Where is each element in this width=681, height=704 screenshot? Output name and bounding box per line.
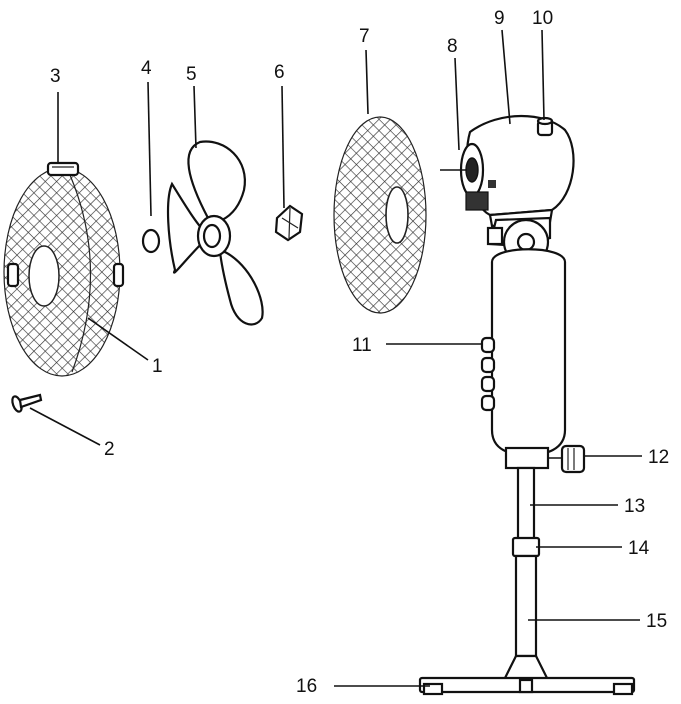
callout-15: 15 (646, 611, 667, 632)
fan-blade (166, 140, 264, 326)
motor-housing (440, 115, 575, 228)
callout-labels: 3 4 5 6 7 8 9 10 1 2 11 12 13 14 15 16 (50, 8, 669, 697)
callout-4: 4 (141, 58, 152, 79)
callout-13: 13 (624, 496, 645, 517)
callout-8: 8 (447, 36, 458, 57)
callout-1: 1 (152, 356, 163, 377)
callout-7: 7 (359, 26, 370, 47)
callout-9: 9 (494, 8, 505, 29)
pole (511, 466, 541, 658)
washer-ring (141, 228, 161, 254)
height-adjust-knob (504, 444, 586, 474)
callout-2: 2 (104, 439, 115, 460)
callout-11: 11 (352, 335, 372, 356)
callout-6: 6 (274, 62, 285, 83)
callout-16: 16 (296, 676, 317, 697)
front-grille (333, 116, 427, 314)
stand-base (418, 654, 636, 696)
callout-10: 10 (532, 8, 553, 29)
grille-top-clip (46, 161, 80, 177)
blade-nut (274, 204, 304, 242)
rear-grille (3, 167, 125, 377)
grille-screw (11, 393, 43, 413)
control-housing (480, 248, 567, 457)
callout-5: 5 (186, 64, 197, 85)
callout-3: 3 (50, 66, 61, 87)
callout-14: 14 (628, 538, 650, 559)
leader-lines (29, 29, 642, 687)
callout-12: 12 (648, 447, 669, 468)
